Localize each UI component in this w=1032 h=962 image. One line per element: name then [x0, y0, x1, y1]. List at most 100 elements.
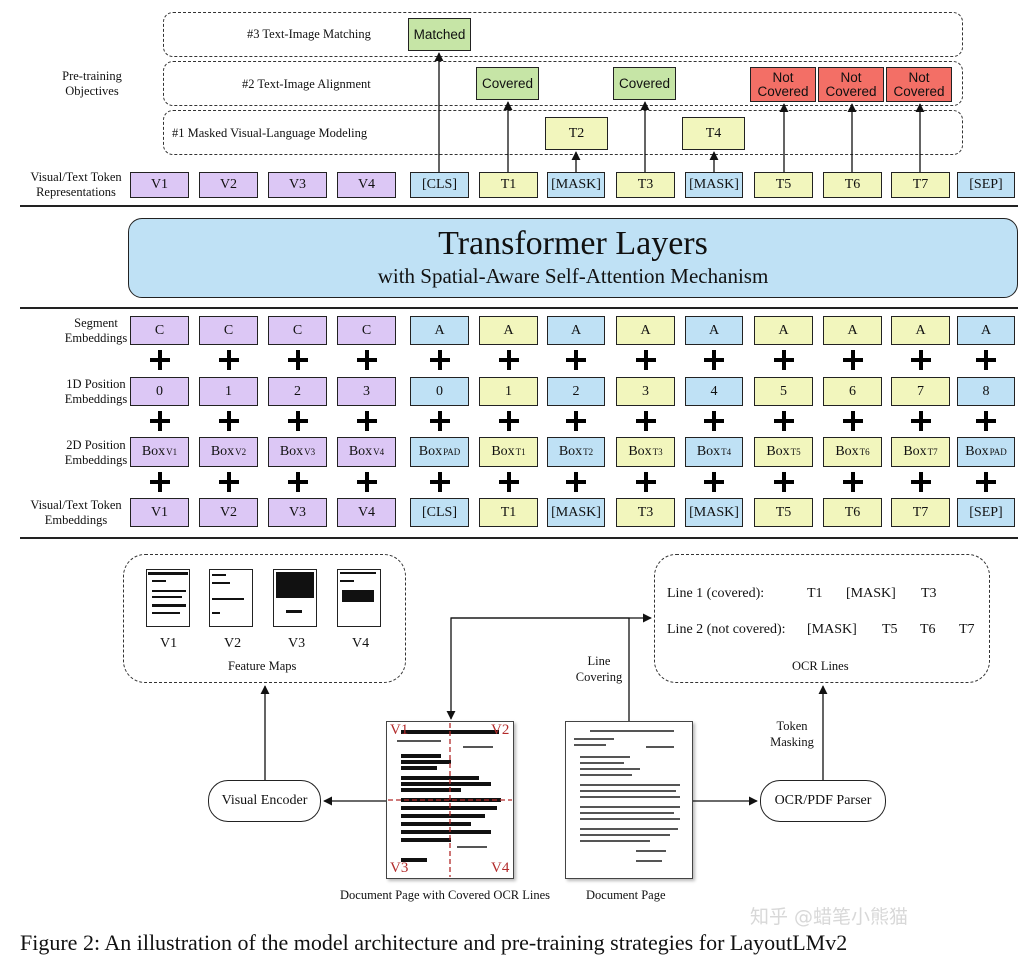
box-base-text: Box	[835, 444, 859, 459]
box-base-text: Box	[418, 444, 443, 459]
watermark: 知乎 @蜡笔小熊猫	[750, 906, 909, 928]
plus-icon	[355, 348, 379, 372]
plus-icon	[217, 409, 241, 433]
plus-icon	[974, 409, 998, 433]
ocr-line2-label: Line 2 (not covered):	[667, 622, 786, 637]
not-covered-result-t6: Not Covered	[818, 67, 884, 102]
text-line	[580, 818, 680, 820]
plus-icon	[355, 409, 379, 433]
plus-icon	[841, 348, 865, 372]
representation-token-13: [SEP]	[957, 172, 1015, 198]
text-line	[580, 768, 640, 770]
text-line	[580, 840, 650, 842]
embedding-token-8: T3	[616, 498, 675, 527]
feature-map-label-v3: V3	[288, 636, 306, 651]
transformer-subtitle: with Spatial-Aware Self-Attention Mechan…	[377, 264, 769, 288]
plus-icon	[702, 348, 726, 372]
pos1d-embedding-9: 4	[685, 377, 743, 406]
embedding-token-9: [MASK]	[685, 498, 743, 527]
plus-icon	[428, 348, 452, 372]
pos1d-embedding-13: 8	[957, 377, 1015, 406]
divider-bottom	[20, 537, 1018, 539]
representation-token-11: T6	[823, 172, 882, 198]
text-line	[580, 828, 678, 830]
box-subscript: V2	[235, 447, 247, 457]
segment-embedding-1: C	[130, 316, 189, 345]
box-base-text: Box	[141, 444, 166, 459]
box-base-text: Box	[558, 444, 583, 459]
text-line	[574, 744, 606, 746]
predicted-token-t4: T4	[682, 117, 745, 150]
covered-line	[401, 838, 451, 842]
plus-icon	[286, 470, 310, 494]
plus-icon	[564, 409, 588, 433]
quadrant-label-v4: V4	[491, 860, 510, 876]
plus-icon	[148, 470, 172, 494]
plus-icon	[497, 348, 521, 372]
box-subscript: T3	[652, 447, 663, 457]
covered-page-caption: Document Page with Covered OCR Lines	[340, 888, 551, 902]
covered-line	[401, 822, 471, 826]
predicted-token-t2: T2	[545, 117, 608, 150]
transformer-block: Transformer Layers with Spatial-Aware Se…	[128, 218, 1018, 298]
visual-encoder-box: Visual Encoder	[208, 780, 321, 822]
objective-1-label: #1 Masked Visual-Language Modeling	[172, 126, 368, 140]
quadrant-label-v2: V2	[491, 722, 510, 738]
segment-embedding-3: C	[268, 316, 327, 345]
pos1d-label: 1D Position Embeddings	[64, 377, 128, 406]
box-subscript: V4	[373, 447, 385, 457]
embedding-token-4: V4	[337, 498, 396, 527]
pos1d-embedding-3: 2	[268, 377, 327, 406]
feature-map-label-v4: V4	[352, 636, 370, 651]
plus-icon	[772, 470, 796, 494]
feature-map-label-v1: V1	[160, 636, 178, 651]
objective-3-box	[163, 12, 963, 57]
plus-icon	[634, 348, 658, 372]
embedding-token-12: T7	[891, 498, 950, 527]
text-line	[457, 846, 487, 848]
objective-2-box	[163, 61, 963, 106]
pos1d-embedding-7: 2	[547, 377, 605, 406]
covered-line	[401, 766, 437, 770]
covered-line	[401, 830, 491, 834]
representation-token-4: V4	[337, 172, 396, 198]
pos1d-embedding-10: 5	[754, 377, 813, 406]
pos1d-embedding-8: 3	[616, 377, 675, 406]
plus-icon	[217, 348, 241, 372]
representation-token-7: [MASK]	[547, 172, 605, 198]
text-line	[580, 790, 676, 792]
representation-token-12: T7	[891, 172, 950, 198]
text-line	[636, 850, 666, 852]
covered-line	[401, 858, 427, 862]
text-line	[580, 774, 632, 776]
plus-icon	[702, 409, 726, 433]
segment-embedding-11: A	[823, 316, 882, 345]
ocr-line2-token-2: T5	[882, 622, 898, 637]
text-line	[646, 746, 674, 748]
box-base-text: Box	[279, 444, 304, 459]
covered-line	[401, 798, 501, 802]
text-line	[580, 756, 630, 758]
representation-token-5: [CLS]	[410, 172, 469, 198]
pos1d-embedding-1: 0	[130, 377, 189, 406]
covered-line	[401, 760, 451, 764]
plus-icon	[217, 470, 241, 494]
plus-icon	[841, 470, 865, 494]
document-page	[565, 721, 693, 879]
plus-icon	[909, 348, 933, 372]
ocr-lines-group	[654, 554, 990, 683]
plus-icon	[286, 409, 310, 433]
plus-icon	[148, 348, 172, 372]
plus-icon	[564, 470, 588, 494]
plus-icon	[428, 409, 452, 433]
covered-line	[401, 754, 441, 758]
